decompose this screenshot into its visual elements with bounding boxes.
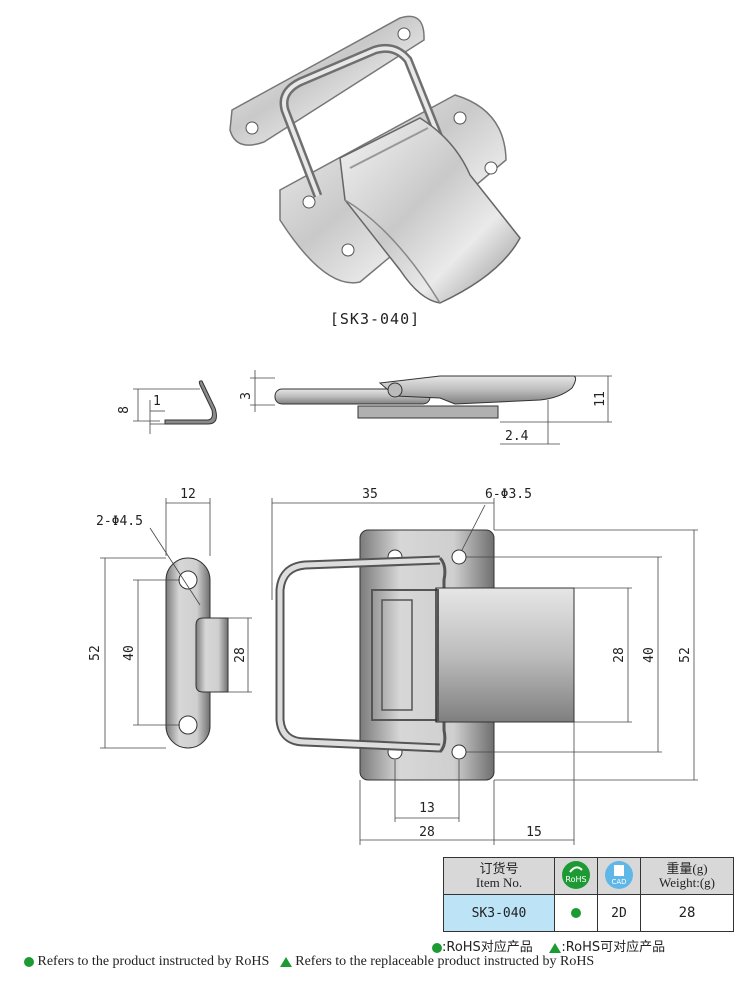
- cad-label: CAD: [611, 878, 626, 886]
- latch-top-view: [271, 498, 698, 845]
- item-no-cell: SK3-040: [443, 894, 555, 932]
- dim-keeper-hole-pitch: 40: [122, 645, 137, 661]
- dim-keeper-holes: 2-Φ4.5: [96, 514, 143, 529]
- legend-cn-rohs: :RoHS对应产品: [442, 940, 533, 955]
- legend-en-dot-icon: [24, 956, 34, 967]
- dim-main-bottom-13: 13: [419, 801, 435, 816]
- cad-value-cell: 2D: [597, 894, 641, 932]
- dim-side-latch-thickness: 3: [239, 392, 254, 400]
- dim-keeper-length: 52: [88, 645, 103, 661]
- dim-side-hook-height: 8: [117, 406, 132, 414]
- weight-cell: 28: [640, 894, 734, 932]
- side-view-hook: [133, 380, 217, 434]
- dim-keeper-width: 12: [180, 487, 196, 502]
- dim-side-hook-thickness: 1: [153, 394, 161, 409]
- dim-main-latch-width: 28: [612, 647, 627, 663]
- dim-main-holes: 6-Φ3.5: [485, 487, 532, 502]
- header-order-en: Item No.: [475, 875, 523, 890]
- legend-en-triangle-icon: [279, 956, 292, 967]
- rohs-dot-icon: [571, 908, 581, 918]
- header-weight-en: Weight:(g): [659, 875, 715, 890]
- dim-main-length: 52: [678, 647, 693, 663]
- side-view-latch: [250, 370, 612, 445]
- product-photo: [229, 15, 521, 304]
- header-order-cn: 订货号: [479, 861, 519, 876]
- legend-triangle-icon: [549, 942, 562, 953]
- cad-icon: CAD: [605, 860, 633, 889]
- rohs-status-cell: [554, 894, 598, 932]
- dim-main-width: 35: [362, 487, 378, 502]
- keeper-top-view: [100, 498, 252, 749]
- header-order-cell: 订货号 Item No.: [443, 857, 555, 895]
- legend-en-replace: Refers to the replaceable product instru…: [295, 954, 595, 969]
- header-cad-cell: CAD: [597, 857, 641, 895]
- header-weight-cn: 重量(g): [666, 861, 708, 876]
- dim-main-hole-pitch: 40: [642, 647, 657, 663]
- product-caption: [SK3-040]: [329, 310, 421, 328]
- header-rohs-cell: RoHS: [554, 857, 598, 895]
- spec-table: 订货号 Item No. RoHS CAD 重量(g) Weight:(g) S…: [443, 857, 734, 932]
- dim-side-offset: 2.4: [505, 429, 529, 444]
- legend-cn-replace: :RoHS可对应产品: [561, 940, 666, 955]
- legend-dot-icon: [432, 942, 442, 953]
- legend-en: Refers to the product instructed by RoHS…: [24, 954, 594, 970]
- dim-side-total-height: 11: [593, 391, 608, 407]
- rohs-label: RoHS: [565, 875, 586, 884]
- legend-cn: :RoHS对应产品 :RoHS可对应产品: [432, 936, 665, 955]
- dim-main-bottom-28: 28: [419, 825, 435, 840]
- rohs-icon: RoHS: [562, 860, 590, 889]
- dim-keeper-slot: 28: [233, 647, 248, 663]
- header-weight-cell: 重量(g) Weight:(g): [640, 857, 734, 895]
- dim-main-bottom-15: 15: [526, 825, 542, 840]
- legend-en-rohs: Refers to the product instructed by RoHS: [37, 954, 270, 969]
